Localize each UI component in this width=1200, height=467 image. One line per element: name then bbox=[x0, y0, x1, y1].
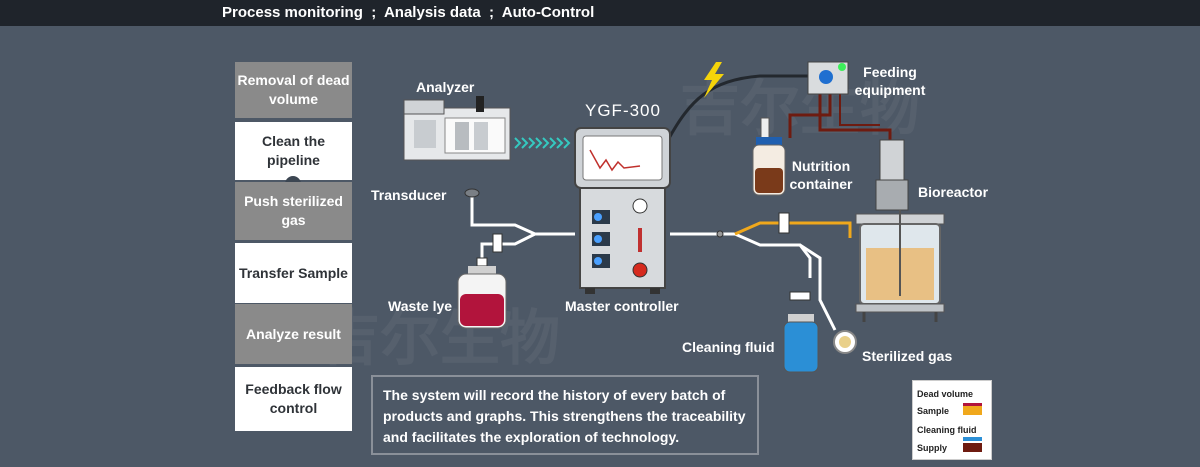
waste-line bbox=[480, 232, 536, 262]
step-clean-pipeline: Clean the pipeline bbox=[235, 122, 352, 180]
step-analyze-result: Analyze result bbox=[235, 304, 352, 364]
transducer-line bbox=[470, 192, 575, 236]
supply-line-to-nutrition bbox=[788, 92, 832, 138]
step-transfer-sample: Transfer Sample bbox=[235, 243, 352, 303]
master-controller-device bbox=[574, 127, 671, 294]
label-feeding-equipment: Feeding equipment bbox=[854, 64, 926, 98]
label-transducer: Transducer bbox=[371, 187, 447, 203]
valve-waste bbox=[492, 233, 503, 253]
label-sterilized-gas: Sterilized gas bbox=[862, 348, 953, 364]
bioreactor-device bbox=[855, 139, 945, 322]
legend-swatch-sample bbox=[963, 406, 982, 415]
data-flow-arrows bbox=[514, 137, 571, 149]
label-nutrition-container: Nutrition container bbox=[789, 158, 853, 192]
cleaning-line bbox=[734, 232, 812, 278]
label-cleaning-fluid: Cleaning fluid bbox=[682, 339, 775, 355]
legend: Dead volume Sample Cleaning fluid Supply bbox=[912, 380, 992, 460]
junction-node bbox=[716, 230, 724, 238]
step-push-sterilized-gas: Push sterilized gas bbox=[235, 182, 352, 240]
analyzer-device bbox=[403, 96, 511, 161]
legend-label-sample: Sample bbox=[917, 406, 950, 416]
step-feedback-flow-control: Feedback flow control bbox=[235, 367, 352, 431]
cleaning-fluid-bottle bbox=[783, 291, 819, 373]
legend-label-cleaning-fluid: Cleaning fluid bbox=[917, 425, 977, 435]
top-bar: Process monitoring ; Analysis data ; Aut… bbox=[0, 0, 1200, 26]
legend-swatch-cleaning-fluid bbox=[963, 437, 982, 441]
info-box: The system will record the history of ev… bbox=[371, 375, 759, 455]
feeding-equipment-device bbox=[807, 61, 849, 95]
supply-line-extra bbox=[839, 92, 880, 126]
legend-label-supply: Supply bbox=[917, 443, 948, 453]
sterilized-gas-filter bbox=[833, 330, 857, 354]
info-text: The system will record the history of ev… bbox=[383, 387, 746, 445]
label-waste-lye: Waste lye bbox=[388, 298, 453, 314]
label-bioreactor: Bioreactor bbox=[918, 184, 989, 200]
gas-line bbox=[799, 243, 837, 331]
page-title: Process monitoring ; Analysis data ; Aut… bbox=[222, 4, 595, 21]
nutrition-container-device bbox=[752, 117, 786, 196]
label-analyzer: Analyzer bbox=[416, 79, 475, 95]
legend-label-dead-volume: Dead volume bbox=[917, 389, 974, 399]
watermark-bottom: 吉尔生物 bbox=[320, 304, 560, 374]
label-master-controller: Master controller bbox=[565, 298, 679, 314]
transducer-icon bbox=[464, 188, 480, 198]
step-removal-dead-volume: Removal of dead volume bbox=[235, 62, 352, 118]
model-name: YGF-300 bbox=[585, 101, 661, 120]
lightning-icon bbox=[704, 62, 724, 98]
signal-cable bbox=[666, 74, 808, 141]
valve-sample bbox=[778, 212, 790, 234]
legend-swatch-supply bbox=[963, 443, 982, 452]
sample-line bbox=[734, 221, 852, 238]
waste-lye-bottle bbox=[457, 257, 507, 329]
